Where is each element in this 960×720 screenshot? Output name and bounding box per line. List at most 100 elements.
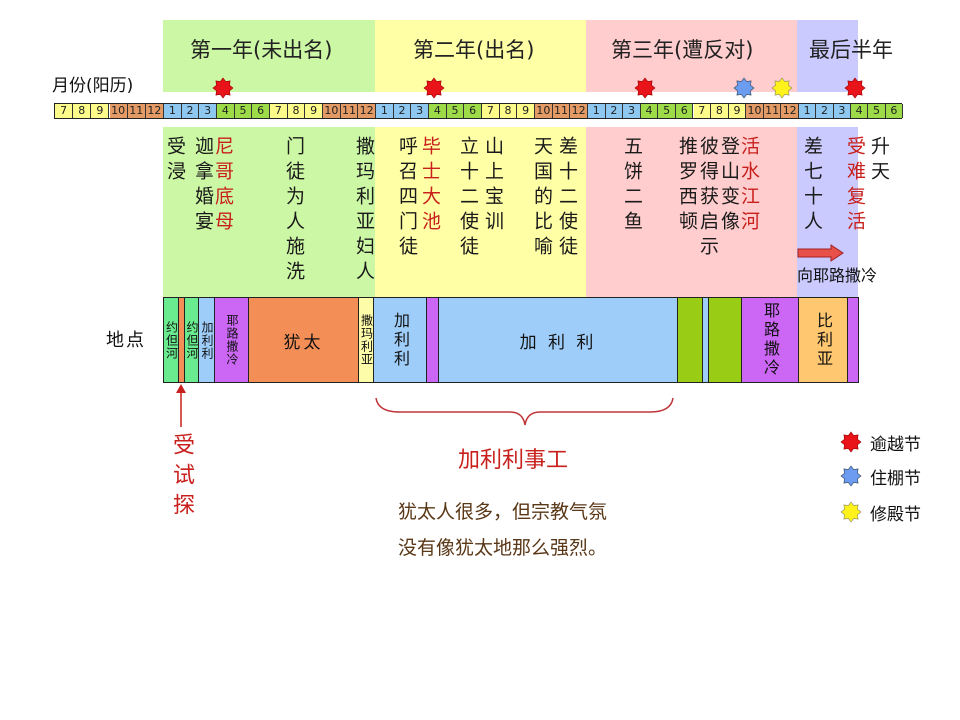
location-jerusalem-3: 耶路撒冷 (741, 297, 799, 383)
month-cell: 11 (552, 104, 571, 118)
month-cell: 8 (73, 104, 92, 118)
temptation-label: 受试探 (169, 433, 194, 523)
month-cell: 11 (763, 104, 782, 118)
locations-axis-label: 地点 (106, 330, 146, 351)
year3-band-events (586, 127, 797, 297)
month-cell: 3 (411, 104, 429, 118)
legend-passover: 逾越节 (840, 430, 921, 455)
month-cell: 8 (499, 104, 518, 118)
month-cell: 5 (446, 104, 465, 118)
month-cell: 3 (623, 104, 641, 118)
month-cell: 8 (287, 104, 306, 118)
legend-label: 住棚节 (870, 468, 921, 489)
legend-label: 逾越节 (870, 434, 921, 455)
to-jerusalem-label: 向耶路撒冷 (797, 266, 878, 285)
location-galilee-1: 加利利 (198, 297, 215, 383)
event-send-seventy: 差七十人 (801, 136, 823, 236)
month-cell: 9 (728, 104, 747, 118)
event-call-four-disciples: 呼召四门徒 (396, 136, 418, 261)
dedication-star-icon (771, 77, 793, 99)
month-cell: 9 (305, 104, 323, 118)
location-judea: 犹太 (248, 297, 359, 383)
month-cell: 1 (376, 104, 394, 118)
month-cell: 1 (588, 104, 606, 118)
final-half-band-top (797, 20, 858, 92)
location-jerusalem-1: 耶路撒冷 (214, 297, 249, 383)
event-sermon-on-mount: 山上宝训 (482, 136, 504, 236)
month-cell: 5 (234, 104, 253, 118)
location-galilee-3: 加 利 利 (438, 297, 678, 383)
event-baptism: 受浸 (164, 136, 186, 186)
event-tyre-sidon: 推罗西顿 (676, 136, 698, 236)
month-cell: 6 (464, 104, 482, 118)
month-cell: 12 (781, 104, 799, 118)
event-peter-revelation: 彼得获启示 (697, 136, 719, 261)
location-gentile-region-2 (708, 297, 742, 383)
month-cell: 10 (323, 104, 341, 118)
note-line-2: 没有像犹太地那么强烈。 (398, 537, 608, 559)
month-cell: 4 (851, 104, 869, 118)
month-cell: 7 (693, 104, 712, 118)
location-samaria: 撒玛利亚 (358, 297, 374, 383)
month-cell: 1 (164, 104, 182, 118)
month-cell: 11 (340, 104, 359, 118)
month-cell: 12 (145, 104, 164, 118)
location-jerusalem-4 (847, 297, 859, 383)
month-cell: 9 (517, 104, 535, 118)
year1-band-top (163, 20, 375, 92)
month-cell: 6 (675, 104, 694, 118)
galilee-ministry-title: 加利利事工 (458, 448, 569, 473)
year3-title: 第三年(遭反对) (611, 38, 754, 62)
event-kingdom-parables: 天国的比喻 (531, 136, 553, 261)
event-samaritan-woman: 撒玛利亚妇人 (353, 136, 375, 286)
month-cell: 7 (482, 104, 500, 118)
legend-label: 修殿节 (870, 504, 921, 525)
months-axis-label: 月份(阳历) (52, 76, 134, 96)
curly-brace-icon (375, 397, 674, 426)
location-jordan-2: 约但河 (184, 297, 199, 383)
month-cell: 9 (91, 104, 110, 118)
month-cell: 2 (816, 104, 834, 118)
event-nicodemus: 尼哥底母 (212, 136, 234, 236)
month-cell: 3 (199, 104, 217, 118)
event-disciples-baptize: 门徒为人施洗 (283, 136, 305, 286)
month-cell: 10 (535, 104, 553, 118)
legend-tabernacles: 住棚节 (840, 464, 921, 489)
year1-title: 第一年(未出名) (190, 38, 333, 62)
passover-star-icon (844, 77, 866, 99)
month-cell: 4 (217, 104, 235, 118)
note-line-1: 犹太人很多，但宗教气氛 (398, 501, 608, 523)
month-cell: 7 (270, 104, 288, 118)
event-living-water: 活水江河 (738, 136, 760, 236)
passover-star-icon (423, 77, 445, 99)
passover-star-icon (634, 77, 656, 99)
month-cell: 12 (570, 104, 588, 118)
month-cell: 2 (393, 104, 412, 118)
tabernacles-star-icon (840, 465, 862, 487)
month-cell: 1 (799, 104, 817, 118)
month-cell: 12 (358, 104, 376, 118)
month-cell: 4 (640, 104, 659, 118)
event-cana-wedding: 迦拿婚宴 (192, 136, 214, 236)
event-appoint-twelve: 立十二使徒 (457, 136, 479, 261)
event-passion-resurrection: 受难复活 (844, 136, 866, 236)
month-cell: 10 (109, 104, 128, 118)
year2-band-events (375, 127, 586, 297)
event-send-twelve: 差十二使徒 (556, 136, 578, 261)
passover-star-icon (840, 431, 862, 453)
month-cell: 3 (833, 104, 851, 118)
month-cell: 7 (55, 104, 74, 118)
year2-title: 第二年(出名) (413, 38, 535, 62)
month-cell: 6 (885, 104, 903, 118)
month-cell: 2 (605, 104, 624, 118)
event-ascension: 升天 (868, 136, 890, 186)
legend-dedication: 修殿节 (840, 500, 921, 525)
location-galilee-2: 加利利 (373, 297, 427, 383)
location-perea: 比利亚 (798, 297, 848, 383)
month-cell: 4 (429, 104, 447, 118)
event-transfiguration: 登山变像 (718, 136, 740, 236)
month-cell: 2 (181, 104, 200, 118)
month-cell: 5 (868, 104, 886, 118)
location-gentile-region-1 (677, 297, 703, 383)
